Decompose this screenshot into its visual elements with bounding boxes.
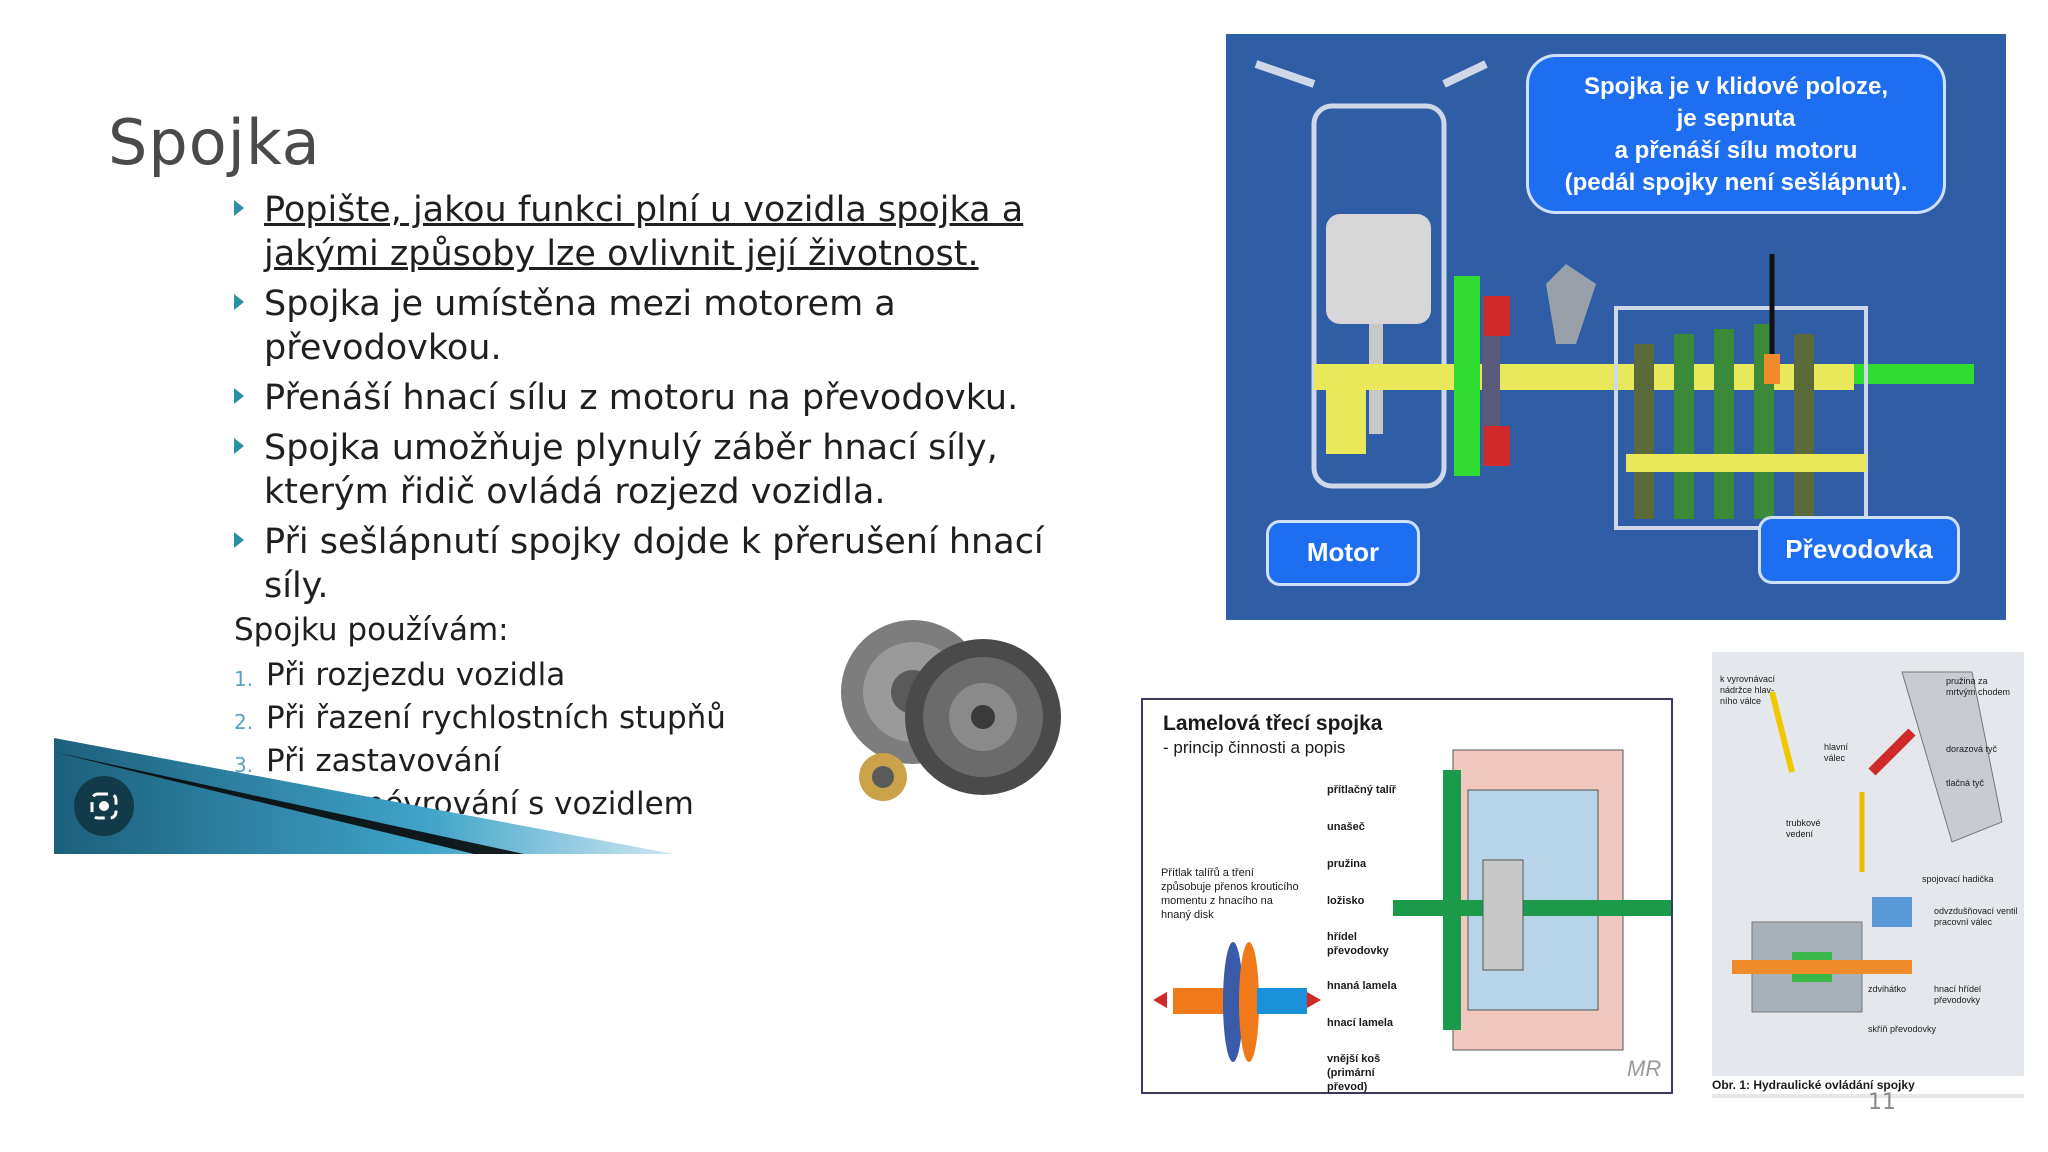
bullet-item: Spojka umožňuje plynulý záběr hnací síly… [232,426,1082,514]
engine-diagram-drawing [1254,60,1974,530]
uses-heading: Spojku používám: [234,612,509,648]
lens-search-icon[interactable] [74,776,134,836]
slide-title: Spojka [108,106,321,179]
clutch-photo [841,620,1061,801]
bullet-arrow-icon [234,388,244,404]
bullet-item: Spojka je umístěna mezi motorem a převod… [232,282,1082,370]
list-item: 2.Při řazení rychlostních stupňů [234,700,726,736]
bullet-list: Popište, jakou funkci plní u vozidla spo… [232,188,1082,614]
bullet-item: Popište, jakou funkci plní u vozidla spo… [232,188,1082,276]
hydraulic-drawing [1732,671,2003,1013]
label-motor: Motor [1266,520,1420,586]
lamel-note: Přítlak talířů a tření způsobuje přenos … [1161,867,1299,921]
bullet-arrow-icon [234,200,244,216]
bullet-item: Přenáší hnací sílu z motoru na převodovk… [232,376,1082,420]
lamel-clutch-diagram: Lamelová třecí spojka - princip činnosti… [1141,698,1673,1094]
lamel-drawing [1393,749,1671,1051]
lamel-mini-drawing [1153,942,1321,1062]
list-item: 3.Při zastavování [234,743,501,779]
list-item: 1.Při rozjezdu vozidla [234,657,566,693]
bullet-arrow-icon [234,438,244,454]
label-gearbox: Převodovka [1758,516,1960,584]
lamel-signature: MR [1627,1056,1662,1081]
decorative-swoosh [54,738,674,854]
bullet-item: Při sešlápnutí spojky dojde k přerušení … [232,520,1082,608]
hydraulic-clutch-diagram: k vyrovnávací nádržce hlav-ního válce pr… [1712,652,2024,1098]
lamel-subtitle: - princip činnosti a popis [1163,738,1346,757]
engine-clutch-diagram: Spojka je v klidové poloze, je sepnuta a… [1226,34,2006,620]
lamel-title: Lamelová třecí spojka [1163,712,1383,735]
bullet-arrow-icon [234,294,244,310]
bullet-arrow-icon [234,532,244,548]
page-number: 11 [1868,1090,1896,1115]
info-bubble: Spojka je v klidové poloze, je sepnuta a… [1526,54,1946,214]
hydraulic-caption: Obr. 1: Hydraulické ovládání spojky [1712,1076,2024,1094]
lamel-labels: přítlačný talíř unašeč pružina ložisko h… [1327,784,1397,1093]
